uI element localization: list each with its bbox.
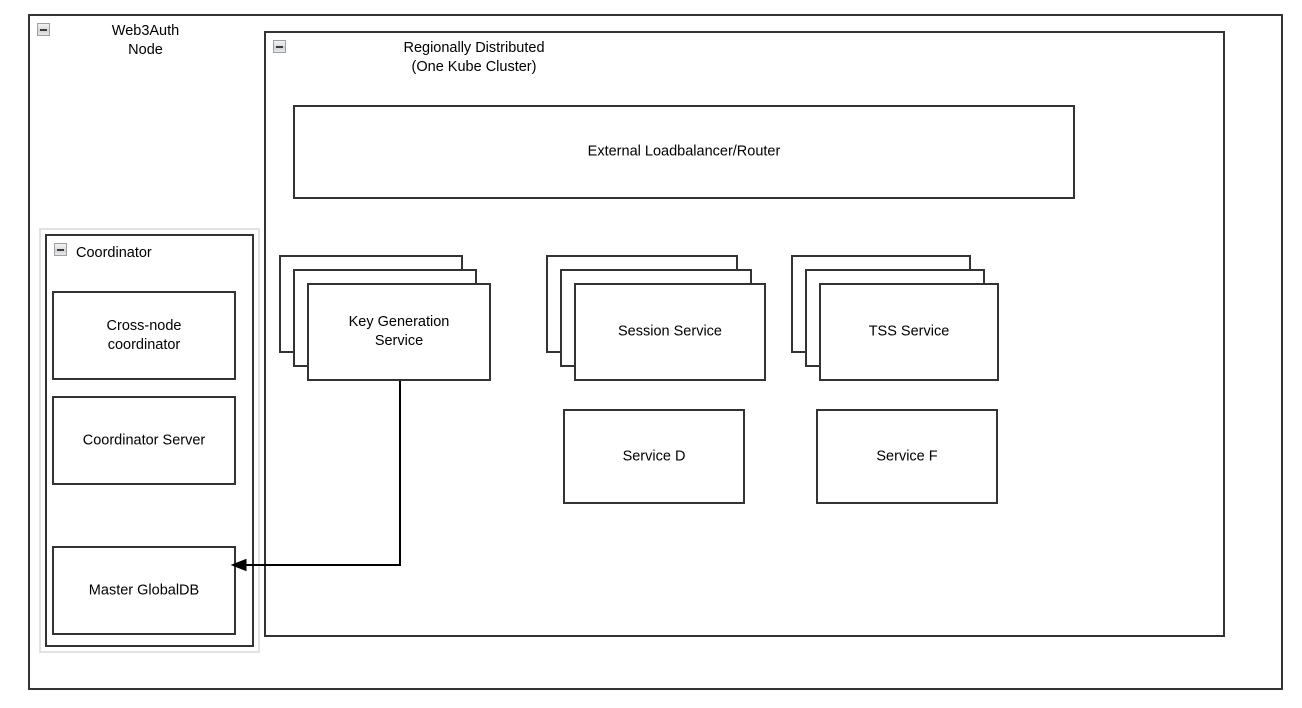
node-label: Session Service — [618, 323, 722, 340]
stack-layer-front[interactable]: Session Service — [574, 283, 766, 381]
stack-session-service[interactable]: Session Service — [546, 255, 766, 381]
node-master-globaldb[interactable]: Master GlobalDB — [52, 546, 236, 635]
node-label: Key Generation Service — [348, 314, 450, 349]
node-label: Cross-node coordinator — [106, 317, 182, 353]
stack-layer-front[interactable]: TSS Service — [819, 283, 999, 381]
node-label: External Loadbalancer/Router — [587, 143, 781, 160]
node-label: Master GlobalDB — [88, 582, 200, 598]
node-label: Service D — [622, 448, 686, 464]
node-external-loadbalancer-router[interactable]: External Loadbalancer/Router — [293, 105, 1075, 199]
node-service-f[interactable]: Service F — [816, 409, 998, 504]
collapse-icon[interactable] — [273, 40, 286, 53]
node-label: Coordinator Server — [82, 432, 206, 448]
node-label: TSS Service — [868, 323, 950, 340]
stack-layer-front[interactable]: Key Generation Service — [307, 283, 491, 381]
node-cross-node-coordinator[interactable]: Cross-node coordinator — [52, 291, 236, 380]
node-coordinator-server[interactable]: Coordinator Server — [52, 396, 236, 485]
collapse-icon[interactable] — [54, 243, 67, 256]
stack-tss-service[interactable]: TSS Service — [791, 255, 999, 381]
node-service-d[interactable]: Service D — [563, 409, 745, 504]
node-label: Service F — [876, 448, 938, 464]
collapse-icon[interactable] — [37, 23, 50, 36]
stack-key-generation-service[interactable]: Key Generation Service — [279, 255, 491, 381]
group-coordinator-title: Coordinator — [76, 245, 152, 261]
